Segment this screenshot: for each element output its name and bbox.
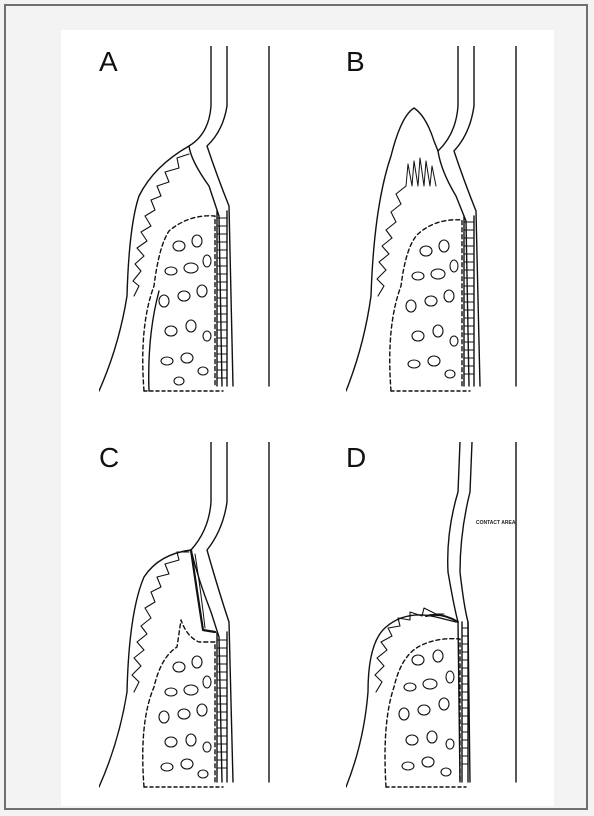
panel-b: B	[346, 46, 546, 406]
panel-c: C	[99, 442, 299, 802]
figure-sheet: A	[61, 30, 554, 806]
periodontal-diagram-d	[346, 442, 546, 802]
periodontal-diagram-a	[99, 46, 299, 406]
periodontal-diagram-c	[99, 442, 299, 802]
panel-d: D CONTACT AREA	[346, 442, 546, 802]
figure-frame: A	[4, 4, 588, 810]
periodontal-diagram-b	[346, 46, 546, 406]
panel-a: A	[99, 46, 299, 406]
